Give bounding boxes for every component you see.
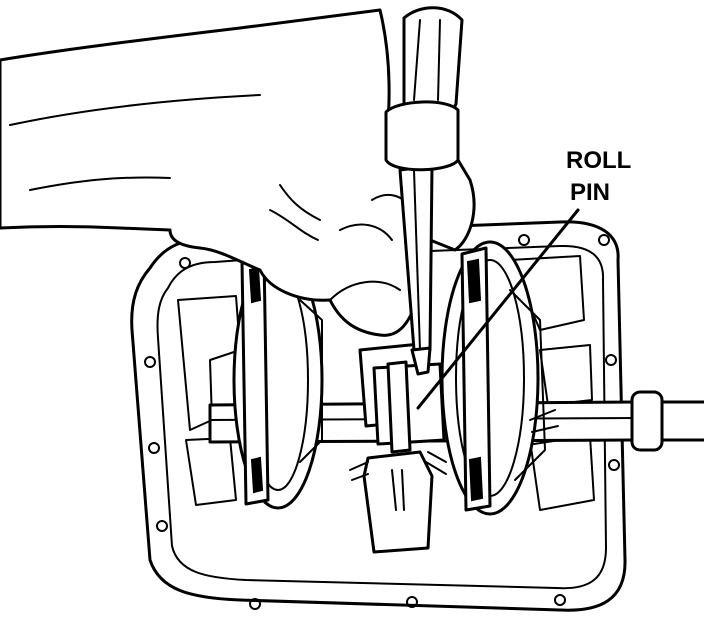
roll-pin-leader [416, 208, 580, 410]
right-gear [440, 240, 561, 516]
case-interior [177, 255, 595, 511]
hand-forearm [0, 8, 476, 337]
bolt-holes [144, 234, 620, 610]
shift-fork [349, 342, 447, 554]
hammer [384, 6, 464, 172]
callout-line-1: ROLL [566, 147, 631, 174]
roll-pin-label: ROLL PIN [566, 147, 631, 206]
callout-line-2: PIN [570, 179, 610, 206]
